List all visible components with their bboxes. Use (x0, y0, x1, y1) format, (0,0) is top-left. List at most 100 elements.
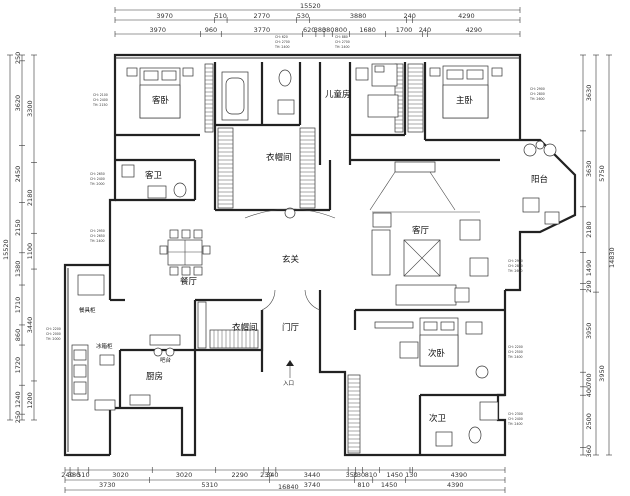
svg-text:CH: 2700: CH: 2700 (335, 40, 350, 44)
label-guest-bedroom: 客卧 (152, 95, 170, 106)
svg-text:CH: 2400: CH: 2400 (90, 177, 105, 181)
dim-label: 3440 (304, 471, 321, 479)
svg-text:TH: 2600: TH: 2600 (507, 269, 523, 273)
svg-text:CH: 2300: CH: 2300 (508, 412, 523, 416)
svg-text:TH: 2000: TH: 2000 (45, 337, 61, 341)
svg-text:CH: 620: CH: 620 (275, 35, 288, 39)
label-balcony: 阳台 (531, 174, 548, 185)
svg-text:TH: 2600: TH: 2600 (529, 97, 545, 101)
dim-label: 1700 (396, 26, 413, 34)
dim-label: 810 (365, 471, 377, 479)
svg-text:CH: 2800: CH: 2800 (530, 92, 545, 96)
dim-label: 1240 (14, 391, 22, 408)
label-master-bedroom: 主卧 (456, 95, 474, 106)
label-guest-bath: 客卫 (145, 170, 163, 181)
ceiling-legends: CH: 2100 CH: 2400 TH: 2150 CH: 2650 CH: … (45, 35, 545, 426)
svg-text:CH: 2950: CH: 2950 (90, 229, 105, 233)
dim-label: 3300 (26, 100, 34, 117)
balcony-chairs (522, 140, 560, 225)
kitchen-fixtures (71, 274, 181, 411)
svg-text:CH: 2700: CH: 2700 (275, 40, 290, 44)
dim-label: 250 (14, 411, 22, 423)
legend-second: CH: 2200 CH: 2500 TH: 2400 (507, 345, 523, 359)
legend-cloak-top-b: CH: 880 CH: 2700 TH: 2400 (334, 35, 350, 49)
svg-text:CH: 2900: CH: 2900 (508, 259, 523, 263)
tv-cabinet (394, 161, 436, 173)
label-fridge: 冰箱柜 (96, 342, 113, 350)
dim-label: 2180 (585, 221, 593, 238)
foyer-arc (244, 208, 336, 219)
dim-label: 3970 (150, 26, 167, 34)
svg-text:TH: 2150: TH: 2150 (92, 103, 108, 107)
dim-label: 2770 (253, 12, 270, 20)
dim-label: 4290 (458, 12, 475, 20)
dim-label: 2450 (14, 166, 22, 183)
dim-label: 1720 (14, 357, 22, 374)
dim-label: 3630 (585, 85, 593, 102)
second-bed (374, 317, 489, 379)
dim-label: 510 (77, 471, 89, 479)
label-living: 客厅 (412, 225, 430, 236)
dim-label: 3620 (14, 95, 22, 112)
legend-guest-bath: CH: 2650 CH: 2400 TH: 2000 (89, 172, 105, 186)
legend-living: CH: 2900 CH: 2800 TH: 2600 (507, 259, 523, 273)
dim-label: 3730 (99, 481, 116, 489)
dim-label: 3880 (350, 12, 367, 20)
dim-label: 3970 (156, 12, 173, 20)
dim-label: 330 (353, 471, 365, 479)
svg-text:CH: 2650: CH: 2650 (90, 172, 105, 176)
dim-label: 3020 (176, 471, 193, 479)
svg-text:CH: 2000: CH: 2000 (46, 332, 61, 336)
dim-label: 3440 (26, 317, 34, 334)
top-total-dim: 15520 (300, 2, 321, 10)
dim-label: 620 (303, 26, 315, 34)
dim-label: 4390 (447, 481, 464, 489)
legend-dining: CH: 2950 CH: 2650 TH: 2400 (89, 229, 105, 243)
svg-text:TH: 2400: TH: 2400 (274, 45, 290, 49)
entrance-door-swing (261, 289, 276, 311)
legend-kitchen: CH: 2200 CH: 2000 TH: 2000 (45, 327, 61, 341)
dim-label: 800 (335, 26, 347, 34)
svg-text:CH: 2400: CH: 2400 (508, 417, 523, 421)
dim-label: 1450 (381, 481, 398, 489)
legend-second-bath: CH: 2300 CH: 2400 TH: 2400 (507, 412, 523, 426)
dim-label: 3950 (598, 365, 606, 382)
dim-label: 2500 (585, 413, 593, 430)
svg-text:CH: 2100: CH: 2100 (93, 93, 108, 97)
dim-label: 860 (14, 329, 22, 341)
legend-cloak-top-a: CH: 620 CH: 2700 TH: 2400 (274, 35, 290, 49)
dim-label: 380 (322, 26, 334, 34)
label-dining: 餐厅 (180, 277, 198, 287)
wardrobes (197, 63, 424, 454)
left-total-dim: 15520 (2, 239, 10, 260)
kids-bed (355, 63, 399, 118)
dim-label: 240 (419, 26, 431, 34)
room-labels: 客卧 儿童房 主卧 衣帽间 客卫 阳台 餐厅 玄关 客厅 衣帽间 门厅 厨房 次… (79, 89, 548, 424)
label-kitchen: 厨房 (146, 371, 163, 382)
dim-label: 530 (297, 12, 309, 20)
dim-label: 230 (260, 471, 272, 479)
svg-text:CH: 880: CH: 880 (335, 35, 348, 39)
dim-label: 960 (205, 26, 217, 34)
interior-walls (108, 62, 520, 455)
legend-master: CH: 2900 CH: 2800 TH: 2600 (529, 87, 545, 101)
label-entry-hall: 门厅 (282, 322, 300, 333)
dim-label: 3020 (112, 471, 129, 479)
dim-label: 700 (585, 373, 593, 385)
dim-label: 1450 (386, 471, 403, 479)
dim-label: 1100 (26, 243, 34, 260)
dim-label: 380 (314, 26, 326, 34)
dim-label: 1710 (14, 297, 22, 314)
svg-text:CH: 2800: CH: 2800 (508, 264, 523, 268)
svg-text:TH: 2400: TH: 2400 (507, 422, 523, 426)
